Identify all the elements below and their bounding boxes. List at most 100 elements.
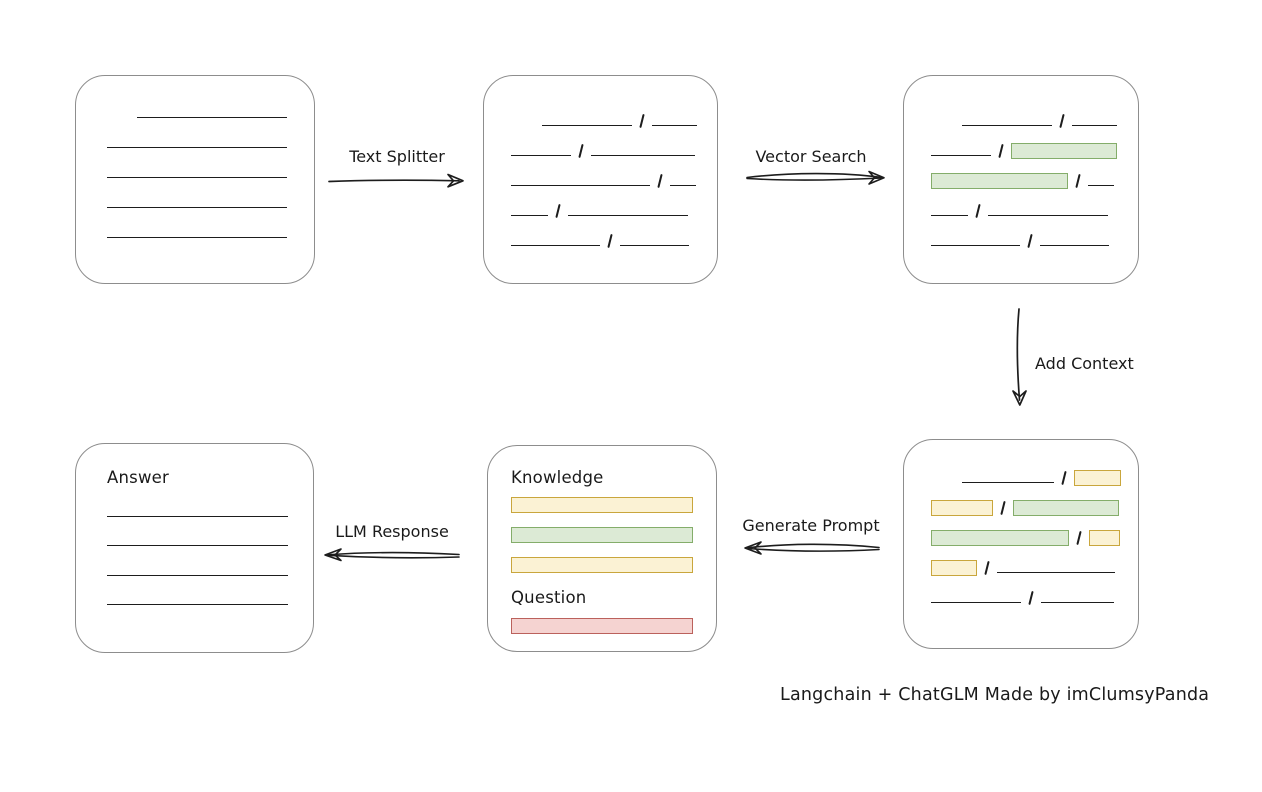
text-line bbox=[107, 604, 288, 605]
slash-separator bbox=[657, 173, 663, 189]
split-chunks-box bbox=[483, 75, 718, 284]
answer-heading: Answer bbox=[107, 468, 169, 487]
arrow-shaft bbox=[746, 172, 883, 179]
arrow-shaft bbox=[327, 551, 460, 556]
text-row bbox=[107, 181, 314, 211]
text-row bbox=[107, 579, 313, 609]
text-line bbox=[931, 155, 991, 156]
arrow-head bbox=[1012, 390, 1027, 406]
text-line bbox=[652, 125, 698, 126]
text-row bbox=[107, 490, 313, 520]
text-line bbox=[988, 215, 1109, 216]
slash-separator bbox=[975, 203, 981, 219]
text-row bbox=[107, 91, 314, 121]
yellow-highlight-chunk bbox=[931, 500, 993, 516]
arrow-head bbox=[324, 548, 342, 562]
green-highlight-chunk bbox=[1013, 500, 1120, 516]
text-row bbox=[931, 516, 1138, 546]
split-chunk-lines bbox=[511, 99, 717, 249]
text-row bbox=[511, 219, 717, 249]
green-highlight-chunk bbox=[931, 173, 1068, 189]
text-row bbox=[511, 159, 717, 189]
text-row bbox=[931, 129, 1138, 159]
text-row bbox=[931, 576, 1138, 606]
slash-separator bbox=[1027, 233, 1033, 249]
green-bar bbox=[511, 527, 693, 543]
text-row bbox=[511, 189, 717, 219]
text-line bbox=[107, 574, 288, 576]
text-row bbox=[511, 99, 717, 129]
text-row bbox=[931, 546, 1138, 576]
text-row bbox=[931, 456, 1138, 486]
arrow-shaft bbox=[328, 179, 460, 183]
text-line bbox=[107, 545, 288, 546]
text-line bbox=[1040, 245, 1110, 246]
text-splitter-label: Text Splitter bbox=[349, 147, 445, 166]
generate-prompt-arrow-icon bbox=[744, 541, 880, 555]
text-line bbox=[107, 237, 287, 238]
text-row bbox=[107, 549, 313, 579]
arrow-shaft bbox=[1016, 308, 1021, 401]
arrow-shaft bbox=[747, 543, 880, 549]
red-bar bbox=[511, 618, 693, 634]
arrow-shaft bbox=[747, 547, 880, 552]
slash-separator bbox=[1061, 470, 1067, 486]
slash-separator bbox=[998, 143, 1004, 159]
generate-prompt-label: Generate Prompt bbox=[742, 516, 880, 535]
text-row bbox=[931, 486, 1138, 516]
arrow-head bbox=[868, 170, 885, 185]
text-line bbox=[137, 117, 287, 118]
prompt-box: Knowledge Question bbox=[487, 445, 717, 652]
knowledge-bars bbox=[511, 497, 716, 573]
slash-separator bbox=[1076, 530, 1082, 546]
text-line bbox=[568, 215, 689, 216]
text-row bbox=[107, 520, 313, 550]
slash-separator bbox=[555, 203, 561, 219]
green-highlight-chunk bbox=[1011, 143, 1118, 159]
text-row bbox=[511, 129, 717, 159]
yellow-highlight-chunk bbox=[1089, 530, 1121, 546]
text-row bbox=[931, 219, 1138, 249]
yellow-bar bbox=[511, 497, 693, 513]
text-row bbox=[931, 99, 1138, 129]
text-line bbox=[1088, 185, 1115, 186]
vector-match-lines bbox=[931, 99, 1138, 249]
llm-response-label: LLM Response bbox=[335, 522, 449, 541]
slash-separator bbox=[1000, 500, 1006, 516]
answer-box: Answer bbox=[75, 443, 314, 653]
arrow-shaft bbox=[327, 554, 460, 559]
yellow-highlight-chunk bbox=[1074, 470, 1122, 486]
yellow-highlight-chunk bbox=[931, 560, 977, 576]
slash-separator bbox=[1075, 173, 1081, 189]
text-line bbox=[511, 155, 571, 156]
answer-lines bbox=[107, 490, 313, 608]
text-line bbox=[931, 215, 968, 216]
add-context-label: Add Context bbox=[1035, 354, 1134, 373]
text-line bbox=[931, 245, 1020, 246]
document-lines bbox=[107, 91, 314, 241]
question-bars bbox=[511, 618, 716, 634]
slash-separator bbox=[578, 143, 584, 159]
context-chunk-lines bbox=[931, 456, 1138, 606]
vector-search-arrow-icon bbox=[746, 170, 885, 185]
vector-matches-box bbox=[903, 75, 1139, 284]
knowledge-heading: Knowledge bbox=[511, 468, 604, 487]
text-line bbox=[1072, 125, 1118, 126]
slash-separator bbox=[1059, 113, 1065, 129]
caption-text: Langchain + ChatGLM Made by imClumsyPand… bbox=[780, 685, 1210, 705]
vector-search-label: Vector Search bbox=[755, 147, 867, 166]
slash-separator bbox=[639, 113, 645, 129]
add-context-arrow-icon bbox=[1012, 308, 1027, 406]
slash-separator bbox=[607, 233, 613, 249]
slash-separator bbox=[1028, 590, 1034, 606]
text-line bbox=[670, 185, 697, 186]
text-row bbox=[107, 151, 314, 181]
context-chunks-box bbox=[903, 439, 1139, 649]
text-line bbox=[620, 245, 690, 246]
text-splitter-arrow-icon bbox=[328, 173, 464, 188]
text-line bbox=[107, 515, 288, 517]
text-row bbox=[107, 121, 314, 151]
text-line bbox=[107, 147, 287, 148]
arrow-shaft bbox=[746, 177, 883, 181]
